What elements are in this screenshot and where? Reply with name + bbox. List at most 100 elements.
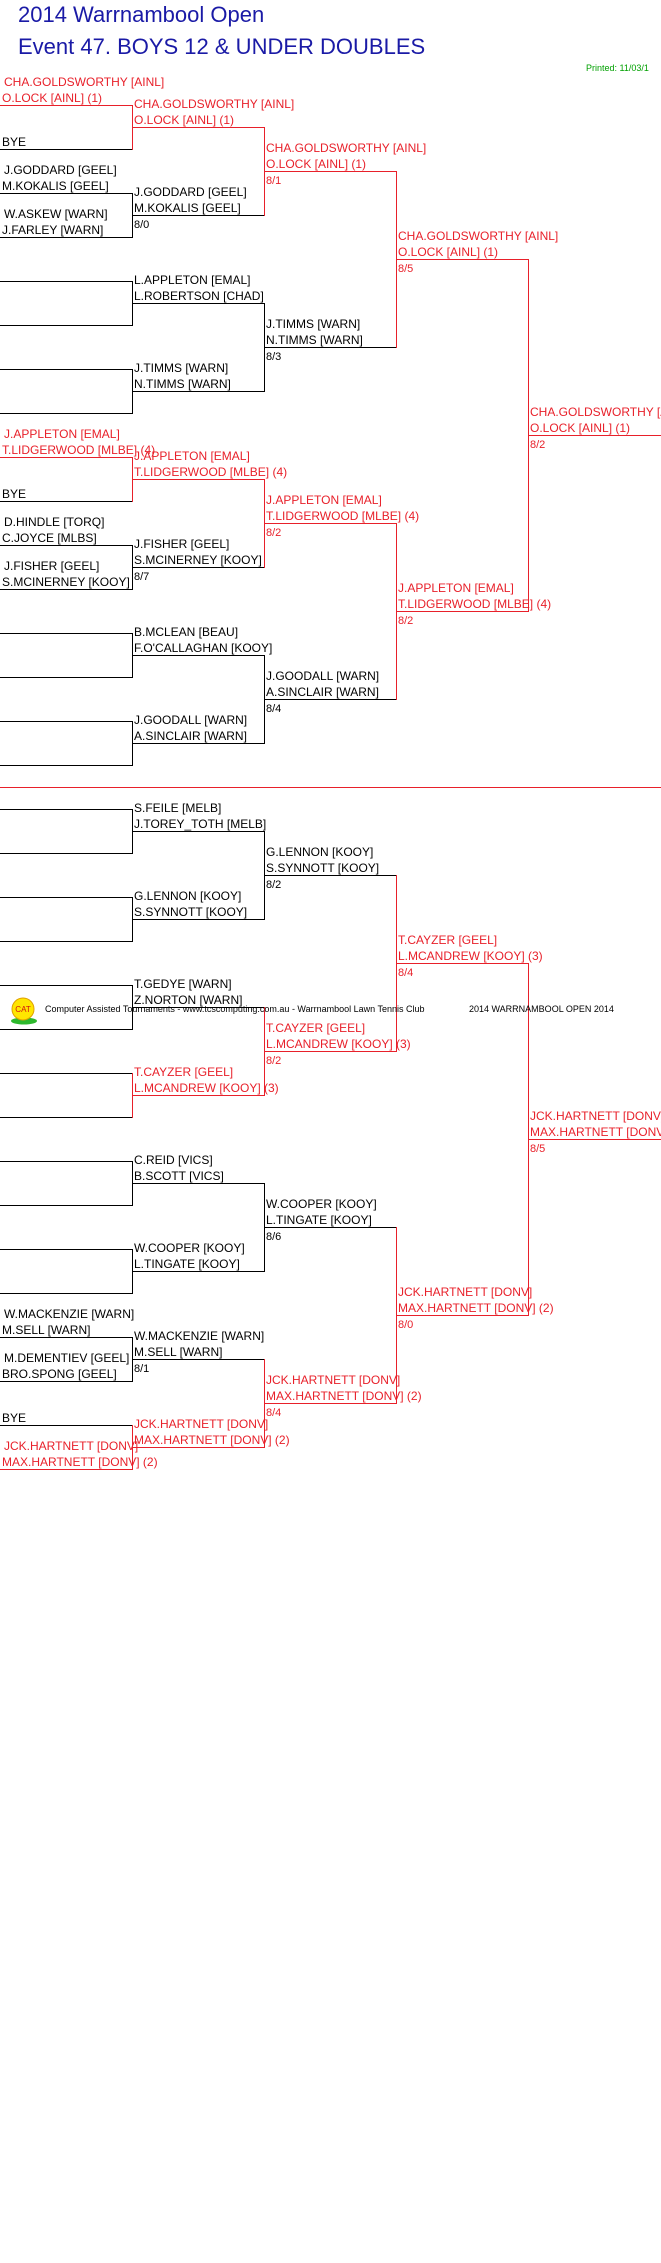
match-score: 8/5 bbox=[398, 263, 413, 275]
winner-name: W.MACKENZIE [WARN] bbox=[134, 1329, 264, 1343]
cat-logo-icon: CAT bbox=[11, 997, 37, 1025]
winner-name: J.FISHER [GEEL] bbox=[134, 537, 229, 551]
winner-name: L.APPLETON [EMAL] bbox=[134, 273, 251, 287]
winner-name: W.COOPER [KOOY] bbox=[134, 1241, 245, 1255]
match-score: 8/6 bbox=[266, 1231, 281, 1243]
winner-name: A.SINCLAIR [WARN] bbox=[266, 685, 379, 699]
winner-name: T.CAYZER [GEEL] bbox=[266, 1021, 365, 1035]
match-score: 8/2 bbox=[266, 527, 281, 539]
winner-name: MAX.HARTNETT [DONV] (2) bbox=[530, 1125, 661, 1139]
winner-name: J.GODDARD [GEEL] bbox=[134, 185, 247, 199]
winner-name: T.CAYZER [GEEL] bbox=[398, 933, 497, 947]
match-score: 8/2 bbox=[530, 439, 545, 451]
winner-name: S.SYNNOTT [KOOY] bbox=[134, 905, 247, 919]
winner-name: JCK.HARTNETT [DONV] bbox=[530, 1109, 661, 1123]
player-name: J.FISHER [GEEL] bbox=[4, 559, 99, 573]
winner-name: T.LIDGERWOOD [MLBE] (4) bbox=[398, 597, 551, 611]
winner-name: O.LOCK [AINL] (1) bbox=[266, 157, 366, 171]
match-score: 8/2 bbox=[398, 615, 413, 627]
player-name: T.LIDGERWOOD [MLBE] (4) bbox=[2, 443, 155, 457]
winner-name: S.SYNNOTT [KOOY] bbox=[266, 861, 379, 875]
winner-name: G.LENNON [KOOY] bbox=[266, 845, 373, 859]
winner-name: L.TINGATE [KOOY] bbox=[266, 1213, 372, 1227]
player-name: BRO.SPONG [GEEL] bbox=[2, 1367, 117, 1381]
player-name: M.DEMENTIEV [GEEL] bbox=[4, 1351, 129, 1365]
winner-name: N.TIMMS [WARN] bbox=[134, 377, 231, 391]
winner-name: N.TIMMS [WARN] bbox=[266, 333, 363, 347]
winner-name: L.ROBERTSON [CHAD] bbox=[134, 289, 264, 303]
player-name: BYE bbox=[2, 487, 26, 501]
winner-name: F.O'CALLAGHAN [KOOY] bbox=[134, 641, 272, 655]
winner-name: MAX.HARTNETT [DONV] (2) bbox=[266, 1389, 422, 1403]
winner-name: CHA.GOLDSWORTHY [AINL] bbox=[530, 405, 661, 419]
winner-name: O.LOCK [AINL] (1) bbox=[398, 245, 498, 259]
winner-name: M.KOKALIS [GEEL] bbox=[134, 201, 241, 215]
winner-name: J.APPLETON [EMAL] bbox=[134, 449, 250, 463]
player-name: M.KOKALIS [GEEL] bbox=[2, 179, 109, 193]
winner-name: C.REID [VICS] bbox=[134, 1153, 213, 1167]
match-score: 8/4 bbox=[266, 1407, 281, 1419]
winner-name: L.MCANDREW [KOOY] (3) bbox=[134, 1081, 279, 1095]
winner-name: MAX.HARTNETT [DONV] (2) bbox=[134, 1433, 290, 1447]
winner-name: JCK.HARTNETT [DONV] bbox=[266, 1373, 400, 1387]
tournament-title: 2014 Warrnambool Open bbox=[18, 2, 265, 27]
winner-name: T.LIDGERWOOD [MLBE] (4) bbox=[266, 509, 419, 523]
player-name: D.HINDLE [TORQ] bbox=[4, 515, 104, 529]
winner-name: T.LIDGERWOOD [MLBE] (4) bbox=[134, 465, 287, 479]
winner-name: M.SELL [WARN] bbox=[134, 1345, 222, 1359]
player-name: CHA.GOLDSWORTHY [AINL] bbox=[4, 75, 164, 89]
match-score: 8/4 bbox=[266, 703, 281, 715]
winner-name: G.LENNON [KOOY] bbox=[134, 889, 241, 903]
winner-name: CHA.GOLDSWORTHY [AINL] bbox=[266, 141, 426, 155]
winner-name: S.FEILE [MELB] bbox=[134, 801, 221, 815]
match-score: 8/1 bbox=[266, 175, 281, 187]
winner-name: O.LOCK [AINL] (1) bbox=[134, 113, 234, 127]
winner-name: O.LOCK [AINL] (1) bbox=[530, 421, 630, 435]
match-score: 8/3 bbox=[266, 351, 281, 363]
player-name: W.ASKEW [WARN] bbox=[4, 207, 108, 221]
player-name: BYE bbox=[2, 135, 26, 149]
match-score: 8/0 bbox=[398, 1319, 413, 1331]
winner-name: B.MCLEAN [BEAU] bbox=[134, 625, 238, 639]
winner-name: CHA.GOLDSWORTHY [AINL] bbox=[134, 97, 294, 111]
footer-software: Computer Assisted Tournaments - www.tcsc… bbox=[45, 1004, 425, 1014]
match-score: 8/2 bbox=[266, 1055, 281, 1067]
winner-name: J.TIMMS [WARN] bbox=[266, 317, 360, 331]
match-score: 8/5 bbox=[530, 1143, 545, 1155]
player-name: JCK.HARTNETT [DONV] bbox=[4, 1439, 138, 1453]
player-name: BYE bbox=[2, 1411, 26, 1425]
player-name: J.APPLETON [EMAL] bbox=[4, 427, 120, 441]
player-name: M.SELL [WARN] bbox=[2, 1323, 90, 1337]
winner-name: T.GEDYE [WARN] bbox=[134, 977, 232, 991]
winner-name: L.MCANDREW [KOOY] (3) bbox=[398, 949, 543, 963]
printed-date: Printed: 11/03/1 bbox=[586, 63, 649, 73]
winner-name: W.COOPER [KOOY] bbox=[266, 1197, 377, 1211]
match-score: 8/4 bbox=[398, 967, 413, 979]
match-score: 8/2 bbox=[266, 879, 281, 891]
winner-name: J.APPLETON [EMAL] bbox=[266, 493, 382, 507]
winner-name: JCK.HARTNETT [DONV] bbox=[398, 1285, 532, 1299]
winner-name: J.GOODALL [WARN] bbox=[134, 713, 247, 727]
logo-text: CAT bbox=[15, 1005, 31, 1014]
winner-name: Z.NORTON [WARN] bbox=[134, 993, 242, 1007]
winner-name: L.MCANDREW [KOOY] (3) bbox=[266, 1037, 411, 1051]
winner-name: J.APPLETON [EMAL] bbox=[398, 581, 514, 595]
winner-name: J.TIMMS [WARN] bbox=[134, 361, 228, 375]
winner-name: J.GOODALL [WARN] bbox=[266, 669, 379, 683]
winner-name: JCK.HARTNETT [DONV] bbox=[134, 1417, 268, 1431]
player-name: J.FARLEY [WARN] bbox=[2, 223, 103, 237]
winner-name: S.MCINERNEY [KOOY] bbox=[134, 553, 262, 567]
player-name: J.GODDARD [GEEL] bbox=[4, 163, 117, 177]
winner-name: A.SINCLAIR [WARN] bbox=[134, 729, 247, 743]
winner-name: T.CAYZER [GEEL] bbox=[134, 1065, 233, 1079]
winner-name: CHA.GOLDSWORTHY [AINL] bbox=[398, 229, 558, 243]
player-name: W.MACKENZIE [WARN] bbox=[4, 1307, 134, 1321]
match-score: 8/7 bbox=[134, 571, 149, 583]
player-name: C.JOYCE [MLBS] bbox=[2, 531, 97, 545]
player-name: MAX.HARTNETT [DONV] (2) bbox=[2, 1455, 158, 1469]
winner-name: L.TINGATE [KOOY] bbox=[134, 1257, 240, 1271]
match-score: 8/0 bbox=[134, 219, 149, 231]
winner-name: J.TOREY_TOTH [MELB] bbox=[134, 817, 266, 831]
match-score: 8/1 bbox=[134, 1363, 149, 1375]
